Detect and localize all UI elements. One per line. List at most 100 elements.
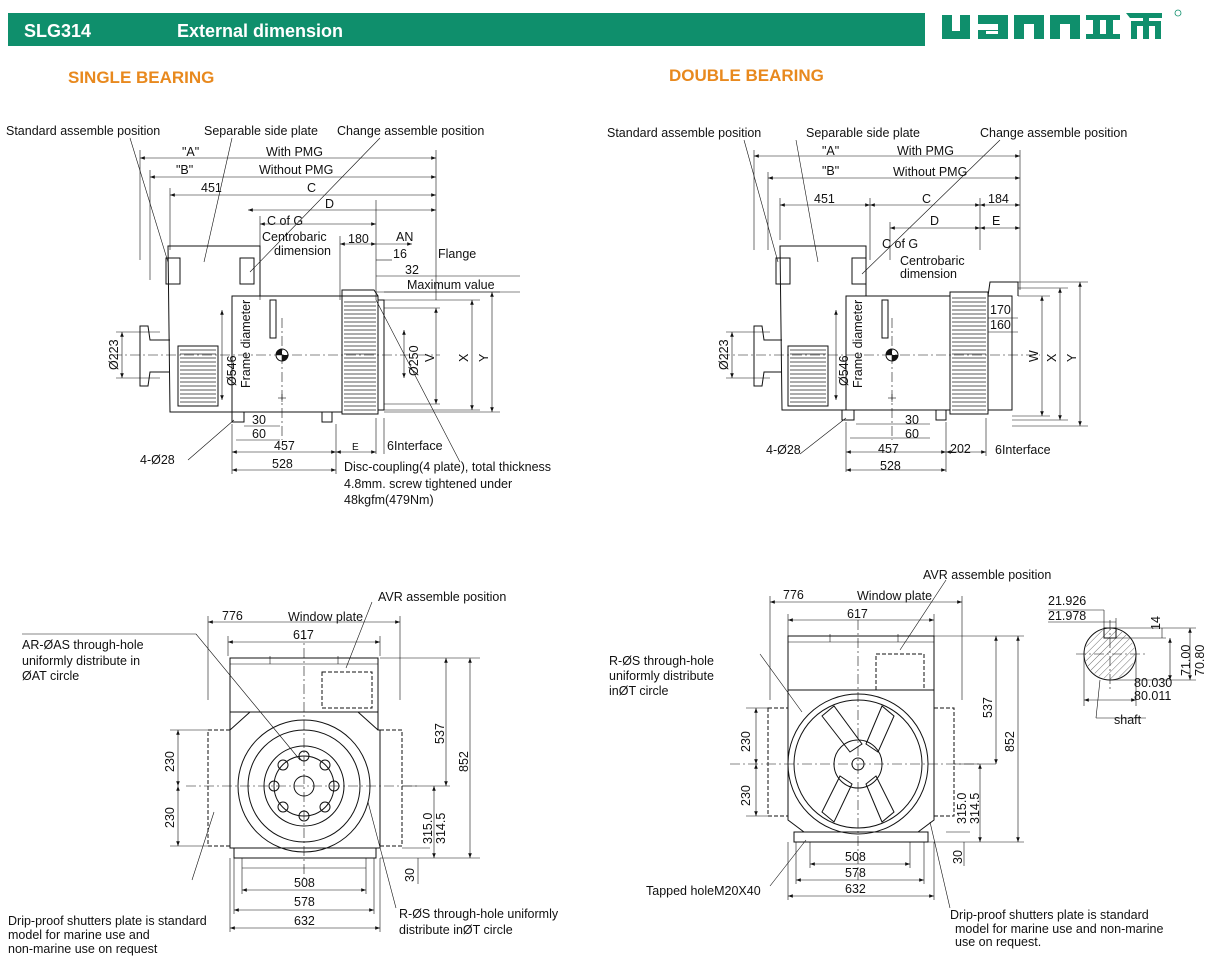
- label-flange: Flange: [438, 247, 476, 261]
- label-d: D: [325, 197, 334, 211]
- label-sep-plate: Separable side plate: [204, 124, 318, 138]
- label-centrobaric: Centrobaric: [262, 230, 327, 244]
- label-rs1: R-ØS through-hole: [609, 654, 714, 668]
- dim-852: 852: [1003, 731, 1017, 752]
- label-without-pmg: Without PMG: [893, 165, 967, 179]
- label-y: Y: [1065, 353, 1079, 362]
- label-a: "A": [182, 145, 199, 159]
- dim-32: 32: [405, 263, 419, 277]
- label-with-pmg: With PMG: [266, 145, 323, 159]
- label-v: V: [423, 353, 437, 362]
- label-without-pmg: Without PMG: [259, 163, 333, 177]
- label-change-pos: Change assemble position: [980, 126, 1127, 140]
- dim-170: 170: [990, 303, 1011, 317]
- label-ar1: AR-ØAS through-hole: [22, 638, 144, 652]
- dim-80011: 80.011: [1134, 689, 1171, 703]
- dim-30: 30: [252, 413, 266, 427]
- dim-230a: 230: [163, 751, 177, 772]
- dim-457: 457: [878, 442, 899, 456]
- label-d: D: [930, 214, 939, 228]
- label-avr: AVR assemble position: [923, 568, 1051, 582]
- dim-223: Ø223: [717, 339, 731, 370]
- yanan-logo-icon: [942, 9, 1182, 39]
- label-sep-plate: Separable side plate: [806, 126, 920, 140]
- dim-160: 160: [990, 318, 1011, 332]
- label-drip1: Drip-proof shutters plate is standard: [950, 908, 1149, 922]
- dim-80030: 80.030: [1134, 676, 1172, 690]
- label-disc3: 48kgfm(479Nm): [344, 493, 434, 507]
- dim-7080: 70.80: [1193, 645, 1207, 676]
- label-drip2: model for marine use and non-marine: [955, 922, 1163, 936]
- label-drip1: Drip-proof shutters plate is standard: [8, 914, 207, 928]
- label-rs2: uniformly distribute: [609, 669, 714, 683]
- single-bearing-front-view: [22, 601, 480, 932]
- label-window: Window plate: [288, 610, 363, 624]
- dim-508: 508: [294, 876, 315, 890]
- dim-21978: 21.978: [1048, 609, 1086, 623]
- dim-632: 632: [294, 914, 315, 928]
- dim-184: 184: [988, 192, 1009, 206]
- label-rs1: R-ØS through-hole uniformly: [399, 907, 559, 921]
- dim-30: 30: [905, 413, 919, 427]
- dim-30: 30: [403, 868, 417, 882]
- dim-30: 30: [951, 850, 965, 864]
- label-avr: AVR assemble position: [378, 590, 506, 604]
- label-drip3: use on request.: [955, 935, 1041, 949]
- dim-451: 451: [814, 192, 835, 206]
- double-bearing-front-labels: AVR assemble position 776 Window plate 6…: [609, 568, 1207, 949]
- label-rs3: inØT circle: [609, 684, 669, 698]
- dim-508: 508: [845, 850, 866, 864]
- single-bearing-title: SINGLE BEARING: [68, 68, 215, 87]
- page-title: External dimension: [177, 21, 344, 41]
- label-std-pos: Standard assemble position: [6, 124, 160, 138]
- label-dimension: dimension: [274, 244, 331, 258]
- label-y: Y: [477, 353, 491, 362]
- label-drip3: non-marine use on request: [8, 942, 158, 956]
- dim-14: 14: [1149, 616, 1163, 630]
- spoke-ribs: [821, 705, 895, 823]
- dim-528: 528: [880, 459, 901, 473]
- label-tapped: Tapped holeM20X40: [646, 884, 761, 898]
- label-interface: 6Interface: [995, 443, 1051, 457]
- dim-617: 617: [293, 628, 314, 642]
- dim-457: 457: [274, 439, 295, 453]
- dim-16: 16: [393, 247, 407, 261]
- dim-852: 852: [457, 751, 471, 772]
- dim-617: 617: [847, 607, 868, 621]
- dim-537: 537: [981, 697, 995, 718]
- label-frame-diameter: Frame diameter: [239, 300, 253, 388]
- label-drip2: model for marine use and: [8, 928, 150, 942]
- dim-7100: 71.00: [1179, 645, 1193, 676]
- dim-546: Ø546: [225, 355, 239, 386]
- label-c: C: [922, 192, 931, 206]
- label-shaft: shaft: [1114, 713, 1142, 727]
- dim-60: 60: [252, 427, 266, 441]
- dim-315: 315.0: [421, 813, 435, 844]
- dim-3145: 314.5: [968, 793, 982, 824]
- label-a: "A": [822, 144, 839, 158]
- double-bearing-side-labels: Standard assemble position Separable sid…: [607, 126, 1127, 473]
- dim-250: Ø250: [407, 345, 421, 376]
- dim-3145: 314.5: [434, 813, 448, 844]
- label-std-pos: Standard assemble position: [607, 126, 761, 140]
- label-frame-diameter: Frame diameter: [851, 300, 865, 388]
- label-x: X: [457, 353, 471, 362]
- dim-21926: 21.926: [1048, 594, 1086, 608]
- label-b: "B": [176, 163, 193, 177]
- header-bar: SLG314 External dimension: [8, 13, 925, 46]
- dim-230a: 230: [739, 731, 753, 752]
- label-rs2: distribute inØT circle: [399, 923, 513, 937]
- label-disc2: 4.8mm. screw tightened under: [344, 477, 512, 491]
- label-w: W: [1027, 350, 1041, 362]
- label-e: E: [352, 442, 359, 453]
- label-x: X: [1045, 353, 1059, 362]
- label-ar2: uniformly distribute in: [22, 654, 140, 668]
- label-change-pos: Change assemble position: [337, 124, 484, 138]
- double-bearing-title: DOUBLE BEARING: [669, 66, 824, 85]
- label-c: C: [307, 181, 316, 195]
- double-bearing-side-view: [720, 139, 1088, 472]
- dim-776: 776: [222, 609, 243, 623]
- dim-230b: 230: [739, 785, 753, 806]
- label-disc1: Disc-coupling(4 plate), total thickness: [344, 460, 551, 474]
